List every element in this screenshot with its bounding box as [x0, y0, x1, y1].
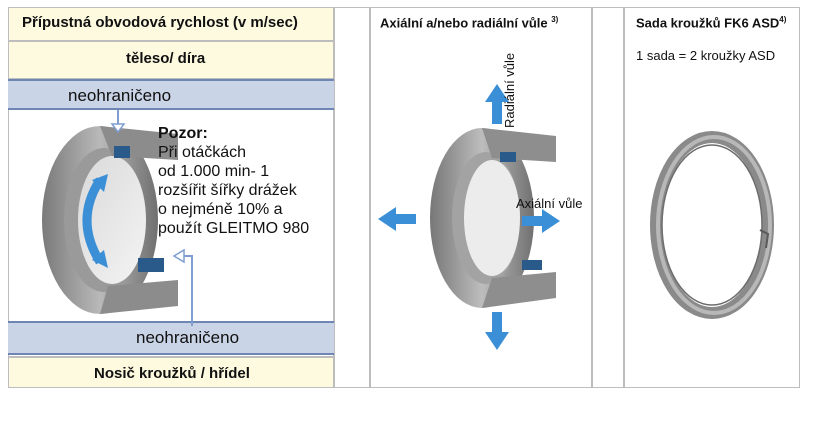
spacer-cell-1	[334, 7, 370, 388]
ring-set-image	[650, 131, 774, 319]
note-line: o nejméně 10% a	[158, 201, 283, 218]
note-line: Při otáčkách	[158, 144, 247, 161]
col2-header: Axiální a/nebo radiální vůle 3)	[380, 15, 558, 30]
col1-header-cell	[8, 7, 334, 41]
note-line: použít GLEITMO 980	[158, 220, 310, 237]
col2-header-sup: 3)	[551, 15, 559, 24]
col3-cell	[624, 7, 800, 388]
col3-header: Sada kroužků FK6 ASD4)	[636, 15, 786, 30]
note-line: od 1.000 min- 1	[158, 163, 270, 180]
radial-down-arrow-icon	[485, 332, 509, 350]
col1-footer-cell	[8, 357, 334, 388]
bottom-band-label: neohraničeno	[136, 328, 240, 347]
axial-right-arrow-icon	[542, 209, 560, 233]
clearance-illustration	[378, 84, 560, 350]
radial-clearance-label: Radiální vůle	[502, 52, 517, 128]
col3-header-text: Sada kroužků FK6 ASD	[636, 15, 780, 31]
col2-cell	[370, 7, 592, 388]
col1-footer: Nosič kroužků / hřídel	[94, 365, 250, 382]
note-title: Pozor:	[158, 125, 208, 142]
note-line: rozšířit šířky drážek	[158, 182, 297, 199]
top-band	[8, 79, 334, 110]
top-seal	[114, 146, 130, 158]
set-quantity-text: 1 sada = 2 kroužky ASD	[636, 48, 776, 63]
col3-header-sup: 4)	[779, 15, 787, 24]
warning-note: Pozor: Při otáčkách od 1.000 min- 1 rozš…	[158, 124, 309, 238]
radial-up-arrow-icon	[485, 84, 509, 102]
col1-subheader: těleso/ díra	[126, 50, 206, 67]
axial-left-arrow-icon	[378, 207, 396, 231]
col2-header-text: Axiální a/nebo radiální vůle	[380, 15, 548, 31]
bottom-seal	[138, 258, 164, 272]
rotation-arrow-icon	[82, 177, 104, 265]
housing-ring-illustration	[42, 110, 193, 326]
axial-clearance-label: Axiální vůle	[516, 196, 583, 211]
top-band-label: neohraničeno	[68, 86, 172, 105]
spacer-cell-2	[592, 7, 624, 388]
col1-header: Přípustná obvodová rychlost (v m/sec)	[22, 14, 298, 31]
bottom-band	[8, 321, 334, 355]
col1-subheader-cell	[8, 41, 334, 79]
